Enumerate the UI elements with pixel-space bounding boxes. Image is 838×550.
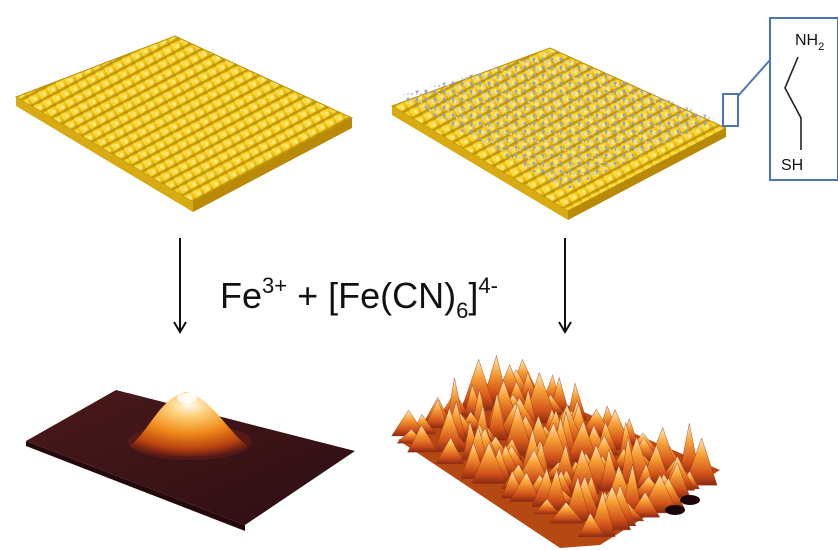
amine-group-label: NH	[795, 32, 818, 49]
functionalized-gold-slab	[390, 47, 728, 220]
reaction-label: Fe3+ + [Fe(CN)6]4-	[220, 273, 498, 323]
surface-pit	[680, 495, 700, 505]
afm-rough-surface	[391, 354, 720, 548]
afm-single-particle	[26, 390, 355, 531]
thiol-group-label: SH	[781, 157, 803, 174]
down-arrow-icon	[173, 238, 187, 334]
surface-peak	[577, 512, 606, 538]
surface-peak	[407, 424, 439, 453]
surface-peak	[533, 498, 560, 515]
highlight-box	[722, 93, 739, 127]
surface-pit	[665, 505, 685, 515]
molecule-inset: NH2 SH	[769, 17, 838, 181]
svg-text:NH2: NH2	[795, 32, 824, 53]
surface-peak	[471, 441, 508, 484]
surface-peak	[684, 437, 718, 486]
surface-peak	[628, 491, 661, 518]
down-arrow-icon	[558, 238, 572, 334]
surface-peak	[549, 501, 585, 524]
surface-peak	[509, 471, 541, 502]
carbon-chain	[784, 56, 802, 150]
amine-subscript: 2	[818, 41, 824, 53]
callout-line-icon	[737, 59, 771, 97]
surface-peak	[423, 399, 449, 429]
bare-gold-slab	[14, 35, 354, 212]
surface-peak	[435, 437, 465, 465]
ligand-layer	[398, 52, 718, 190]
